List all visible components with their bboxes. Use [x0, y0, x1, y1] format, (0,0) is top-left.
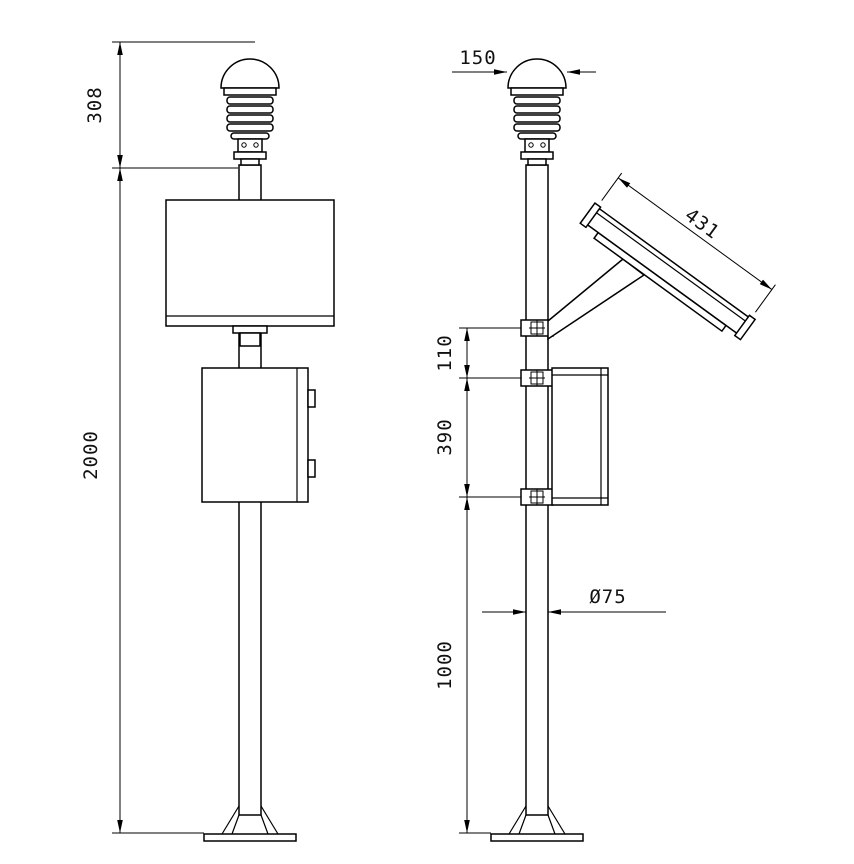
sensor-head-front — [220, 58, 280, 166]
dim-sensor-height-label: 308 — [84, 86, 106, 123]
pole-clamp-middle — [520, 369, 554, 387]
dimension-sensor-width: 150 — [452, 47, 596, 75]
control-cabinet-side — [551, 367, 609, 506]
display-panel-front — [165, 199, 335, 347]
base-flange-side — [490, 805, 584, 842]
front-view — [165, 58, 335, 842]
dim-lower-section-height-label: 1000 — [434, 640, 456, 690]
solar-panel-tilted: 431 — [579, 172, 776, 341]
dimension-sensor-height: 308 — [84, 41, 255, 169]
dim-box-section-height-label: 390 — [434, 418, 456, 455]
cabinet-hinge-top — [307, 389, 316, 408]
dimension-pole-diameter: Ø75 — [482, 586, 666, 615]
dim-panel-length-label: 431 — [681, 204, 724, 244]
sensor-dome-icon — [507, 58, 567, 89]
sensor-dome-icon — [220, 58, 280, 89]
sensor-neck — [233, 138, 267, 166]
dim-clamp-spacing-label: 110 — [434, 334, 456, 371]
dimension-box-section-height: 390 — [434, 378, 521, 498]
sensor-head-side — [507, 58, 567, 166]
dim-pole-diameter-label: Ø75 — [589, 586, 626, 608]
side-view: 431 — [490, 58, 776, 842]
dim-sensor-width-label: 150 — [459, 47, 496, 69]
dimension-clamp-spacing: 110 — [434, 327, 521, 379]
pole-clamp-lower — [520, 488, 554, 506]
base-flange-front — [203, 805, 297, 842]
dim-pole-total-height-label: 2000 — [80, 430, 102, 480]
panel-mounting-arm — [547, 258, 646, 341]
dimension-pole-total-height: 2000 — [80, 168, 204, 834]
louver-stack — [226, 96, 274, 140]
panel-mount-bracket — [232, 325, 268, 334]
cabinet-hinge-bottom — [307, 459, 316, 478]
control-cabinet-front — [201, 367, 316, 503]
dimension-lower-section-height: 1000 — [434, 497, 491, 834]
